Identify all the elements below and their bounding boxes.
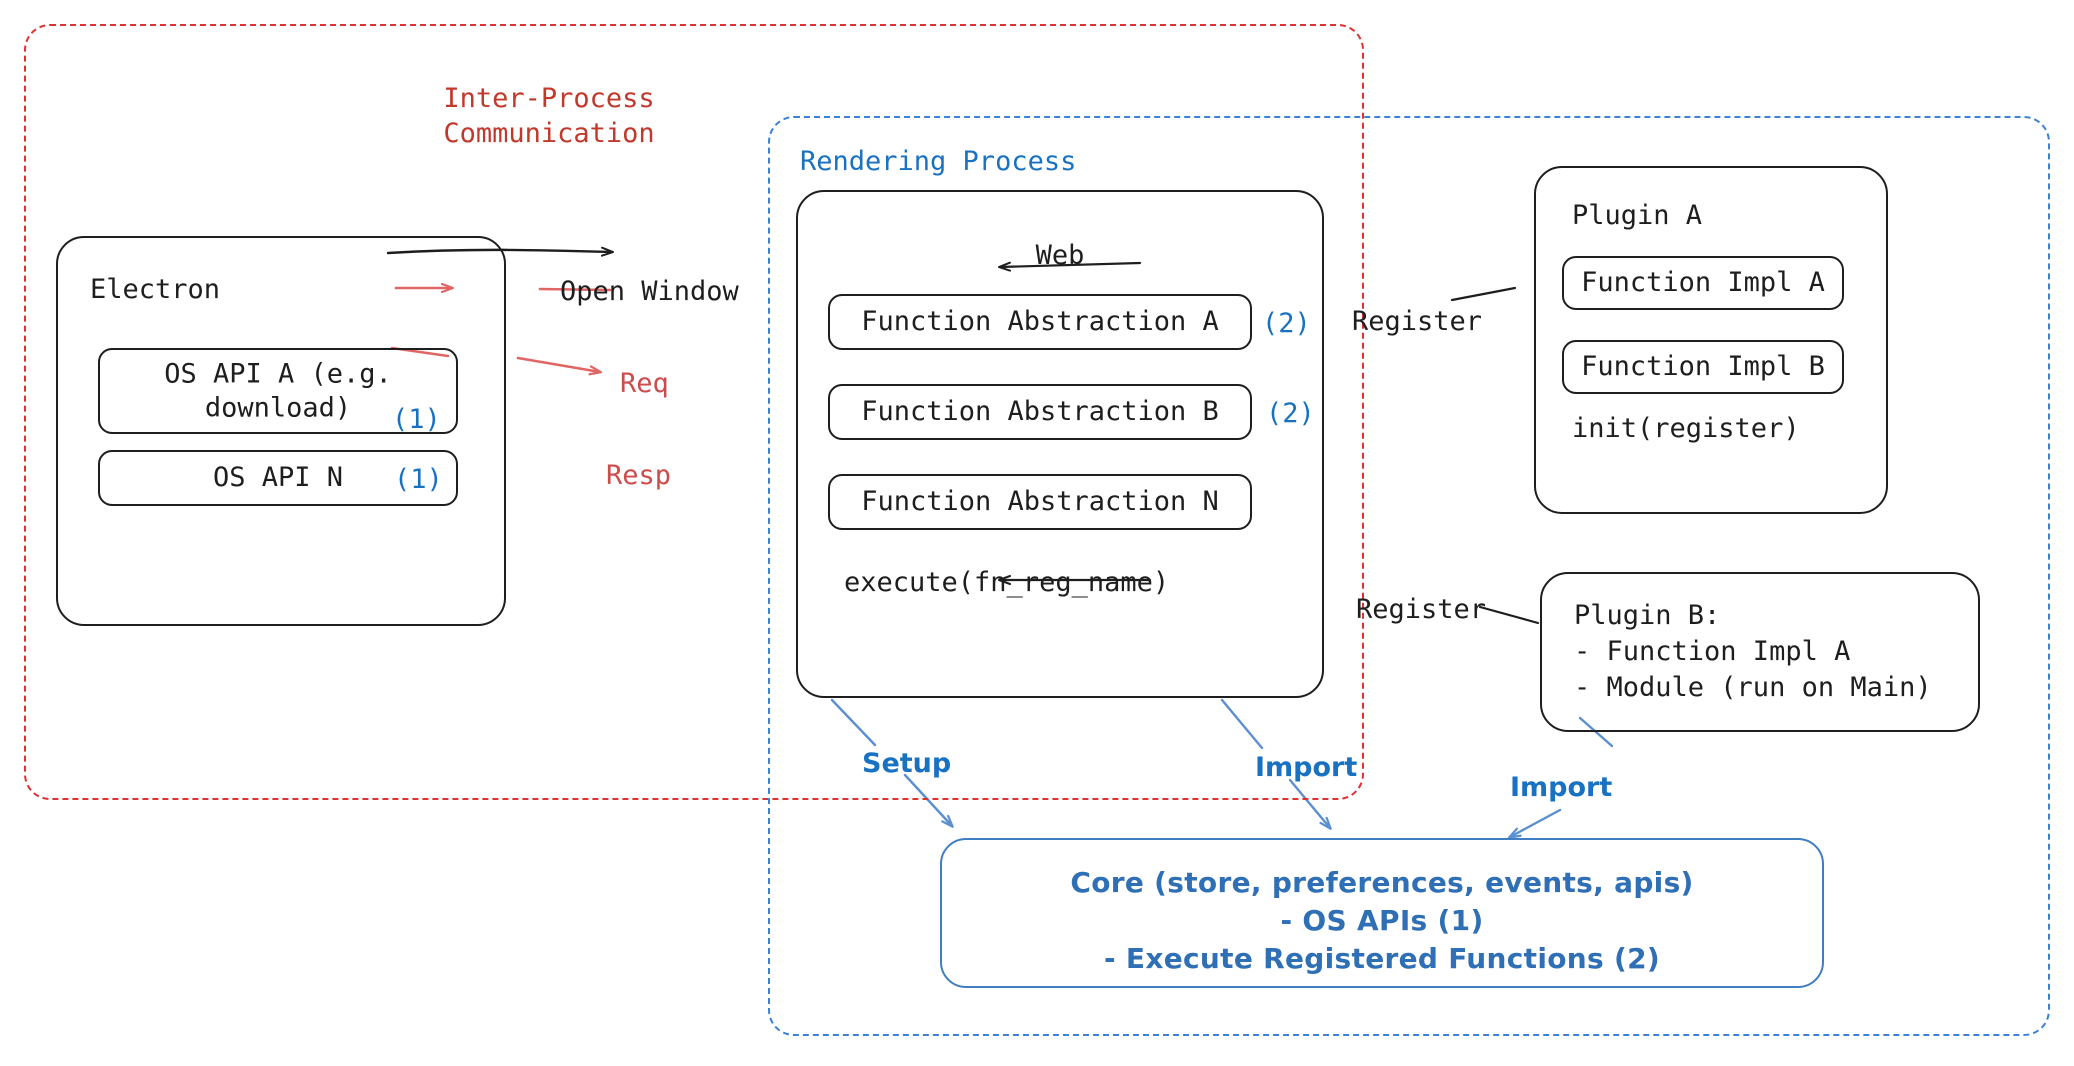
function-abstraction-a-box[interactable]: Function Abstraction A xyxy=(828,294,1252,350)
function-abstraction-a-badge: (2) xyxy=(1262,308,1311,339)
electron-title: Electron xyxy=(90,274,221,305)
ipc-label: Inter-Process Communication xyxy=(443,83,655,149)
os-api-a-badge: (1) xyxy=(392,404,441,435)
function-impl-a-label: Function Impl A xyxy=(1581,267,1825,299)
function-abstraction-a-label: Function Abstraction A xyxy=(861,306,1219,338)
os-api-a-box[interactable]: OS API A (e.g. download) xyxy=(98,348,458,434)
plugin-b-lines: Plugin B: - Function Impl A - Module (ru… xyxy=(1574,600,1932,703)
rendering-process-label: Rendering Process xyxy=(800,146,1077,177)
os-api-n-box[interactable]: OS API N xyxy=(98,450,458,506)
os-api-a-label: OS API A (e.g. download) xyxy=(164,358,392,423)
edge-label-req: Req xyxy=(620,368,669,399)
ipc-boundary xyxy=(24,24,1364,800)
web-title: Web xyxy=(1035,240,1085,271)
function-abstraction-b-badge: (2) xyxy=(1266,398,1315,429)
edge-label-register-a: Register xyxy=(1352,306,1483,337)
edge-label-register-b: Register xyxy=(1356,594,1487,625)
os-api-n-badge: (1) xyxy=(394,464,443,495)
core-lines: Core (store, preferences, events, apis) … xyxy=(1070,866,1694,975)
edge-label-open-window: Open Window xyxy=(560,276,739,307)
edge-label-resp: Resp xyxy=(606,460,672,491)
function-abstraction-n-label: Function Abstraction N xyxy=(861,486,1219,518)
core-box[interactable]: Core (store, preferences, events, apis) … xyxy=(940,838,1824,988)
electron-box[interactable]: Electron OS API A (e.g. download) (1) OS… xyxy=(56,236,506,626)
plugin-a-box[interactable]: Plugin A Function Impl A Function Impl B… xyxy=(1534,166,1888,514)
function-impl-a-box[interactable]: Function Impl A xyxy=(1562,256,1844,310)
os-api-n-label: OS API N xyxy=(212,462,344,494)
edge-label-import-web: Import xyxy=(1255,752,1358,783)
edge-label-import-plugin-b: Import xyxy=(1510,772,1613,803)
web-box[interactable]: Web Function Abstraction A (2) Function … xyxy=(796,190,1324,698)
rendering-process-boundary xyxy=(768,116,2050,1036)
function-abstraction-b-box[interactable]: Function Abstraction B xyxy=(828,384,1252,440)
function-abstraction-n-box[interactable]: Function Abstraction N xyxy=(828,474,1252,530)
function-impl-b-box[interactable]: Function Impl B xyxy=(1562,340,1844,394)
plugin-b-box[interactable]: Plugin B: - Function Impl A - Module (ru… xyxy=(1540,572,1980,732)
plugin-a-title: Plugin A xyxy=(1572,200,1703,231)
edge-label-setup: Setup xyxy=(862,748,952,779)
function-impl-b-label: Function Impl B xyxy=(1581,351,1825,383)
plugin-a-init-label: init(register) xyxy=(1572,413,1800,444)
web-execute-label: execute(fn_reg_name) xyxy=(844,567,1170,598)
function-abstraction-b-label: Function Abstraction B xyxy=(861,396,1219,428)
